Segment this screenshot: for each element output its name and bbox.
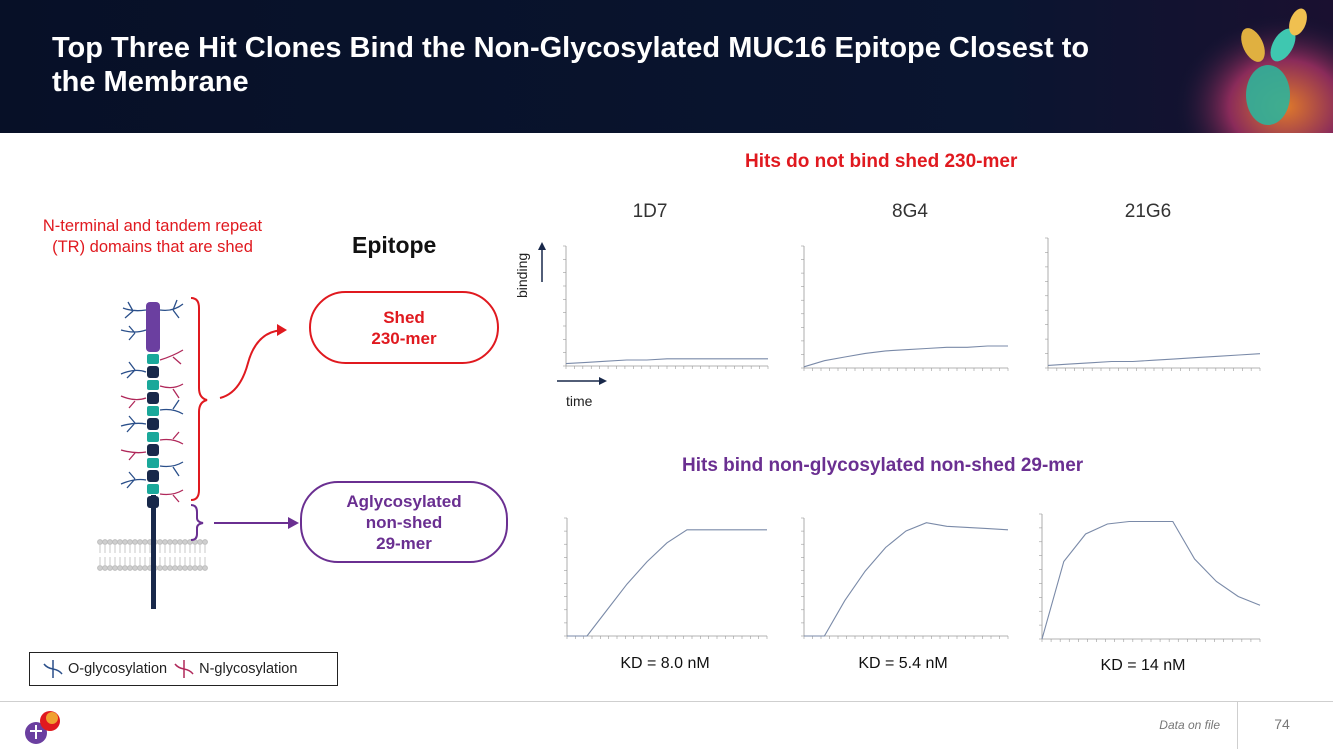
lipid-head [142,565,148,571]
shed-epitope-text: Shed 230-mer [371,307,437,348]
non-shed-arrow [214,517,299,529]
lipid-head [107,565,113,571]
lipid-head [132,539,138,545]
x-axis-arrow [557,377,607,385]
lipid-head [97,539,103,545]
lipid-head [167,539,173,545]
binding-curve [1047,353,1261,366]
footnote: Data on file [1159,718,1220,732]
lipid-head [182,565,188,571]
lipid-head [172,565,178,571]
lipid-head [187,565,193,571]
kd-21g6: KD = 14 nM [1100,657,1186,674]
top-panel-title: Hits do not bind shed 230-mer [745,151,1018,172]
antibody-illustration [1173,0,1333,133]
legend-n-glyco-label: N-glycosylation [199,661,298,677]
shed-brace [190,297,208,501]
lipid-head [117,539,123,545]
lipid-head [202,539,208,545]
non-shed-epitope-pill: Aglycosylated non-shed 29-mer [300,481,508,563]
chart-21g6-29mer [1039,513,1261,642]
lipid-head [157,565,163,571]
page-number: 74 [1274,716,1290,732]
lipid-head [97,565,103,571]
lipid-head [112,565,118,571]
chart-8g4-shed [801,245,1009,371]
legend-item-o-glyco: O-glycosylation [42,658,167,680]
muc16-protein-diagram [97,297,208,609]
glycosylation-legend: O-glycosylation N-glycosylation [29,652,338,686]
cell-membrane [97,539,208,571]
lipid-head [192,565,198,571]
lipid-head [137,539,143,545]
binding-curve [804,522,1009,637]
lipid-head [142,539,148,545]
binding-curve [1041,520,1261,640]
lipid-head [197,539,203,545]
lipid-head [127,539,133,545]
lipid-head [157,539,163,545]
epitope-heading: Epitope [352,232,437,258]
clone-label-1d7: 1D7 [632,201,668,222]
o-glycosylation-icon [43,660,63,678]
chart-21g6-shed [1045,237,1261,371]
chart-1d7-29mer [564,517,768,639]
lipid-head [107,539,113,545]
lipid-head [117,565,123,571]
tandem-repeat-domains [147,354,159,508]
slide-title: Top Three Hit Clones Bind the Non-Glycos… [52,32,1090,98]
lipid-head [137,565,143,571]
footer-divider [0,701,1333,702]
n-glycosylation-icon [174,660,194,678]
lipid-head [132,565,138,571]
binding-curve [567,529,767,637]
lipid-head [177,565,183,571]
company-logo [25,711,60,744]
non-shed-brace [190,504,204,541]
lipid-head [197,565,203,571]
lipid-head [127,565,133,571]
lipid-head [122,565,128,571]
non-shed-epitope-text: Aglycosylated non-shed 29-mer [346,491,462,553]
lipid-head [112,539,118,545]
clone-label-21g6: 21G6 [1124,201,1172,222]
lipid-head [122,539,128,545]
legend-o-glyco-label: O-glycosylation [68,661,168,677]
bottom-panel-title: Hits bind non-glycosylated non-shed 29-m… [682,455,1084,476]
lipid-head [172,539,178,545]
chart-1d7-shed [563,245,769,369]
lipid-head [162,565,168,571]
kd-1d7: KD = 8.0 nM [620,655,710,672]
lipid-head [202,565,208,571]
x-axis-word: time [566,393,593,409]
shed-arrow [219,324,287,399]
chart-8g4-29mer [801,517,1009,639]
y-axis-word: binding [514,252,530,298]
footer-vertical-divider [1237,701,1238,749]
slide-header: Top Three Hit Clones Bind the Non-Glycos… [0,0,1333,133]
lipid-head [162,539,168,545]
y-axis-arrow [538,242,546,282]
lipid-head [182,539,188,545]
kd-8g4: KD = 5.4 nM [858,655,948,672]
lipid-head [102,565,108,571]
shed-epitope-pill: Shed 230-mer [309,291,499,364]
lipid-head [102,539,108,545]
lipid-head [167,565,173,571]
binding-curve [565,358,768,365]
lipid-head [177,539,183,545]
shed-domains-label: N-terminal and tandem repeat (TR) domain… [42,217,263,256]
legend-item-n-glyco: N-glycosylation [173,658,297,680]
binding-curve [803,345,1008,368]
clone-label-8g4: 8G4 [892,201,928,222]
